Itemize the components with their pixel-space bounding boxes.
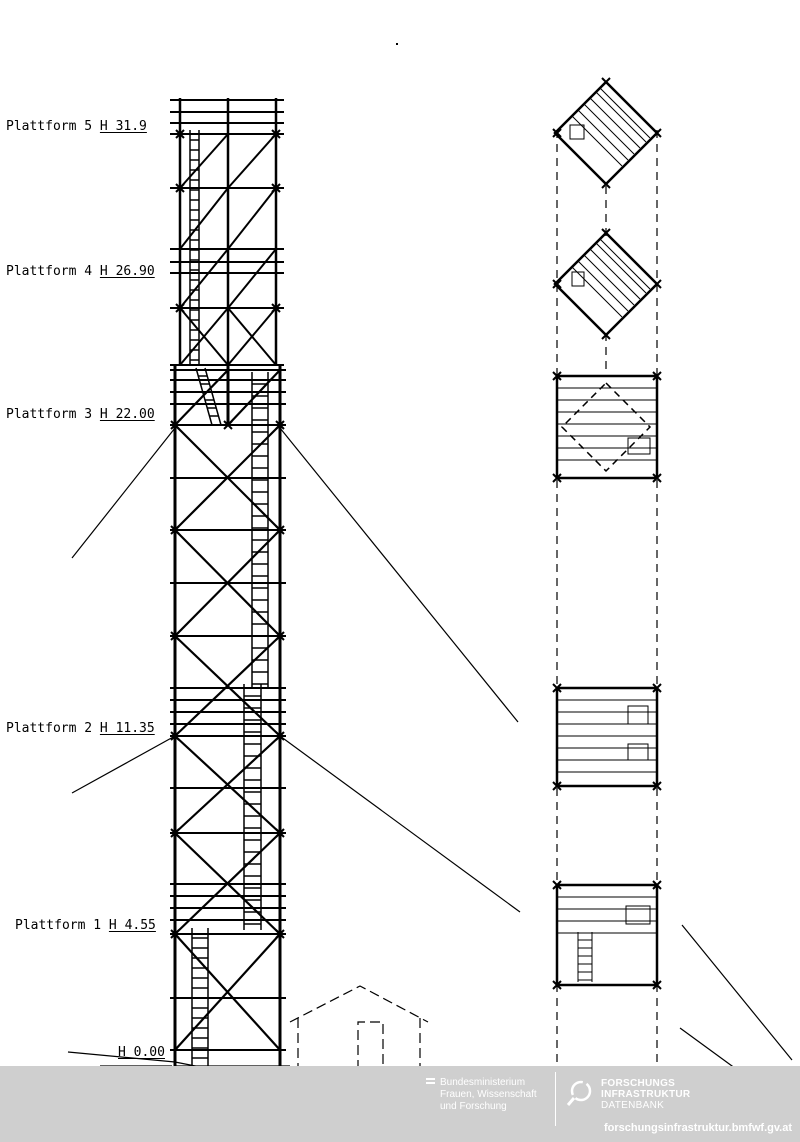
main-tower-legs — [173, 365, 282, 1068]
platform-5-label: Plattform 5 H 31.9 — [6, 120, 147, 134]
platform-4-height: H 26.90 — [99, 264, 155, 279]
upper-tower-section — [178, 98, 278, 365]
footer-band: Bundesministerium Frauen, Wissenschaft u… — [0, 1066, 800, 1142]
platform-2-name: Plattform 2 — [6, 721, 93, 736]
platform-2-height: H 11.35 — [99, 721, 155, 736]
magnifier-logo-icon — [566, 1080, 592, 1106]
transition-ladder — [195, 367, 222, 426]
stray-mark — [396, 43, 398, 45]
platform-4-label: Plattform 4 H 26.90 — [6, 265, 155, 279]
fid-line-2: INFRASTRUKTUR — [601, 1089, 691, 1100]
plan-platform-4 — [553, 231, 659, 337]
platform-5-name: Plattform 5 — [6, 119, 93, 134]
main-tower-bracing — [174, 369, 281, 1051]
platform-1-name: Plattform 1 — [15, 918, 102, 933]
platform-3-label: Plattform 3 H 22.00 — [6, 408, 155, 422]
upper-ladder — [189, 130, 200, 365]
bottom-ladder — [191, 928, 209, 1066]
fid-line-1: FORSCHUNGS — [601, 1078, 676, 1089]
footer-divider — [555, 1072, 556, 1126]
platform-4-name: Plattform 4 — [6, 264, 93, 279]
ministry-logo: Bundesministerium Frauen, Wissenschaft u… — [426, 1077, 537, 1113]
main-ladder — [243, 372, 269, 930]
ministry-line-1: Bundesministerium — [440, 1077, 526, 1088]
guy-wires — [71, 427, 521, 913]
platform-1-label: Plattform 1 H 4.55 — [15, 919, 156, 933]
platform-3-name: Plattform 3 — [6, 407, 93, 422]
fid-line-3: DATENBANK — [601, 1100, 665, 1111]
ground-level-label: H 0.00 — [118, 1046, 165, 1060]
ground-level-value: H 0.00 — [118, 1045, 165, 1060]
ministry-line-3: und Forschung — [440, 1101, 507, 1112]
plan-platform-1 — [555, 883, 659, 987]
footer-url-link[interactable]: forschungsinfrastruktur.bmfwf.gv.at — [603, 1122, 792, 1134]
plan-platform-3 — [555, 374, 659, 480]
platform-1-height: H 4.55 — [108, 918, 156, 933]
platform-5-height: H 31.9 — [99, 119, 147, 134]
fid-logo-text: FORSCHUNGS INFRASTRUKTUR DATENBANK — [601, 1078, 690, 1111]
platform-2-label: Plattform 2 H 11.35 — [6, 722, 155, 736]
plan-platform-2 — [555, 686, 659, 788]
upper-tower-bracing — [179, 133, 277, 366]
platform-3-height: H 22.00 — [99, 407, 155, 422]
austria-flag-icon — [426, 1078, 435, 1086]
plan-markers — [552, 77, 662, 990]
ministry-line-2: Frauen, Wissenschaft — [440, 1089, 537, 1100]
